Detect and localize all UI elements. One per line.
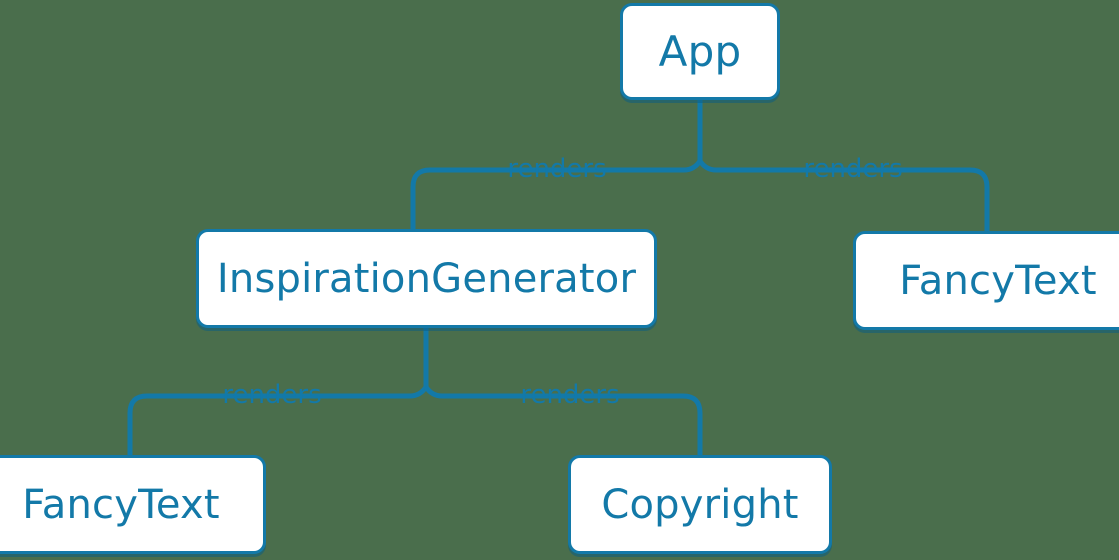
node-fancy-text-right-label: FancyText bbox=[899, 257, 1097, 304]
edge-label-text: renders bbox=[507, 154, 607, 184]
edge-label-app-to-inspiration-generator: renders bbox=[507, 156, 606, 182]
node-fancy-text-bottom-label: FancyText bbox=[22, 481, 220, 528]
node-app[interactable]: App bbox=[620, 3, 780, 100]
edge-inspiration-generator-to-copyright bbox=[423, 385, 703, 455]
node-app-label: App bbox=[658, 26, 742, 76]
edge-label-inspiration-generator-to-fancy-text-bottom: renders bbox=[222, 382, 321, 408]
node-inspiration-generator-label: InspirationGenerator bbox=[216, 255, 637, 302]
node-inspiration-generator[interactable]: InspirationGenerator bbox=[196, 229, 657, 328]
node-copyright[interactable]: Copyright bbox=[568, 455, 832, 554]
edge-label-text: renders bbox=[222, 380, 322, 410]
edge-label-app-to-fancy-text-right: renders bbox=[803, 156, 902, 182]
edge-label-inspiration-generator-to-copyright: renders bbox=[520, 382, 619, 408]
edge-label-text: renders bbox=[520, 380, 620, 410]
node-fancy-text-bottom[interactable]: FancyText bbox=[0, 455, 266, 554]
edge-app-to-inspiration-generator bbox=[410, 159, 703, 229]
edge-app-to-fancy-text-right bbox=[697, 159, 990, 231]
edge-inspiration-generator-to-fancy-text-bottom bbox=[127, 385, 429, 455]
edge-label-text: renders bbox=[803, 154, 903, 184]
node-fancy-text-right[interactable]: FancyText bbox=[853, 231, 1119, 330]
node-copyright-label: Copyright bbox=[601, 481, 799, 528]
